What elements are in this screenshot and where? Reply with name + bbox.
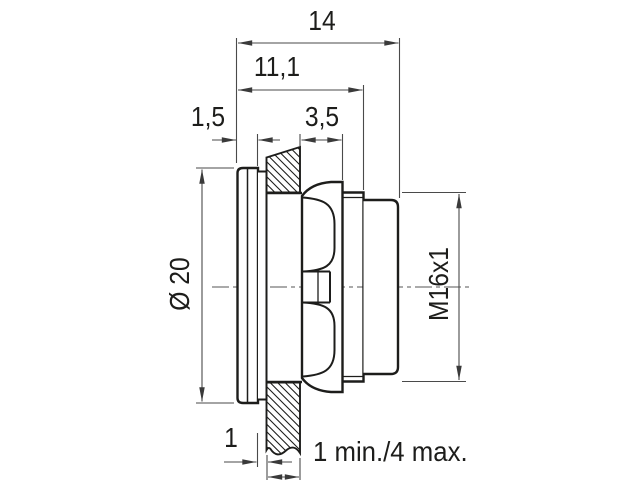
dim-label-panel-thickness: 1 min./4 max. xyxy=(313,436,468,467)
dim-label-flange-thickness: 1,5 xyxy=(190,101,226,132)
dim-label-thread-size: M16x1 xyxy=(423,247,454,321)
body-through-panel xyxy=(266,191,302,384)
dim-label-flange-diameter: Ø 20 xyxy=(164,257,195,311)
dim-label-total-length: 14 xyxy=(308,5,336,36)
dim-label-gasket-thickness: 1 xyxy=(224,422,238,453)
dim-label-nut-length: 3,5 xyxy=(304,101,340,132)
dim-label-length-behind-flange: 11,1 xyxy=(253,51,301,82)
clamping-nut xyxy=(300,180,344,394)
flange xyxy=(236,166,260,405)
dimension-lines xyxy=(196,38,466,480)
rear-tube xyxy=(363,198,400,376)
seal-ring xyxy=(258,170,268,401)
panel-hatched-section xyxy=(265,145,301,457)
